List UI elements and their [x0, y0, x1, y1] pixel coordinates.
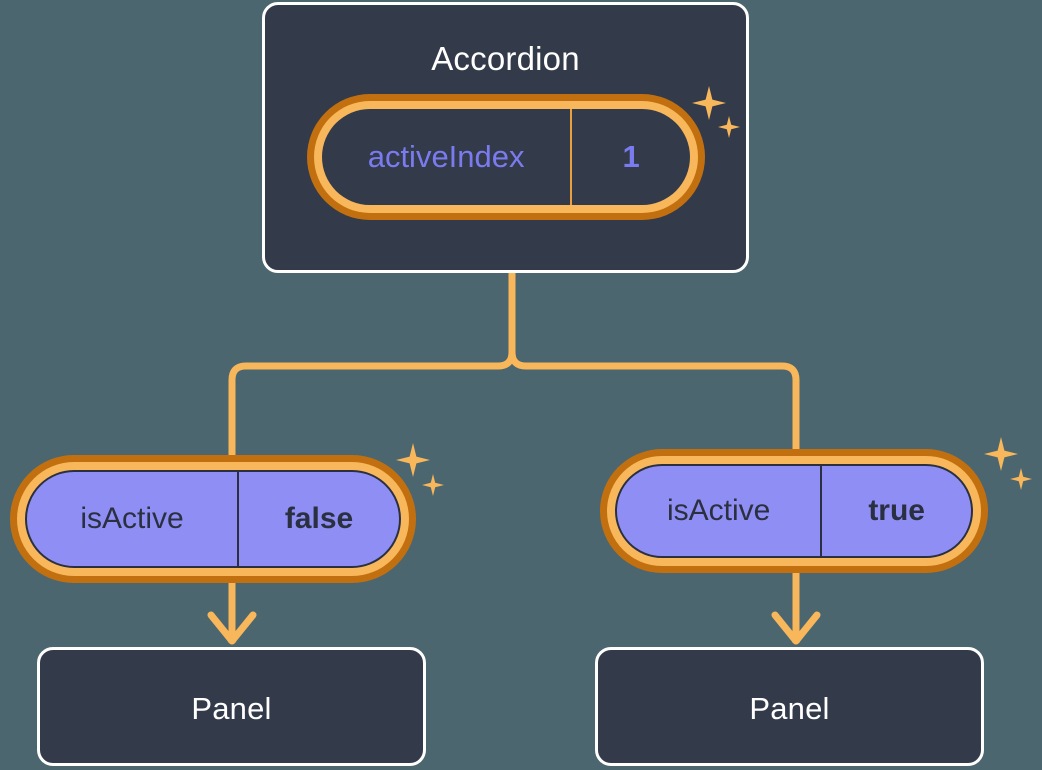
sparkle-small-icon — [422, 474, 444, 496]
panel-component-card-right[interactable]: Panel — [595, 647, 984, 766]
left-state-pill[interactable]: isActive false — [10, 455, 416, 583]
state-value-isactive-left: false — [284, 502, 354, 535]
accordion-title: Accordion — [431, 40, 580, 77]
arrow-down-icon-right — [771, 611, 821, 645]
sparkle-icon — [984, 437, 1018, 471]
sparkle-icon — [396, 443, 430, 477]
panel-title-left: Panel — [191, 691, 272, 726]
state-key-isactive-right: isActive — [617, 466, 823, 556]
pill-ring: isActive true — [607, 456, 981, 566]
pill-body: activeIndex 1 — [322, 109, 690, 205]
panel-title-right: Panel — [749, 691, 830, 726]
pill-body: isActive false — [25, 470, 401, 568]
pill-body: isActive true — [615, 464, 973, 558]
right-state-pill[interactable]: isActive true — [600, 449, 988, 573]
state-value-activeindex: 1 — [622, 139, 640, 174]
wire-root-to-left — [228, 269, 516, 459]
pill-ring: activeIndex 1 — [314, 101, 698, 213]
state-key-activeindex: activeIndex — [322, 109, 573, 205]
arrow-down-icon-left — [207, 611, 257, 645]
state-key-isactive-left: isActive — [27, 472, 240, 566]
panel-component-card-left[interactable]: Panel — [37, 647, 426, 766]
state-value-isactive-right: true — [868, 494, 925, 527]
wire-root-to-right — [508, 269, 800, 453]
pill-ring: isActive false — [17, 462, 409, 576]
sparkle-group-right — [984, 437, 1042, 501]
accordion-state-pill[interactable]: activeIndex 1 — [307, 94, 705, 220]
sparkle-small-icon — [1010, 468, 1032, 490]
